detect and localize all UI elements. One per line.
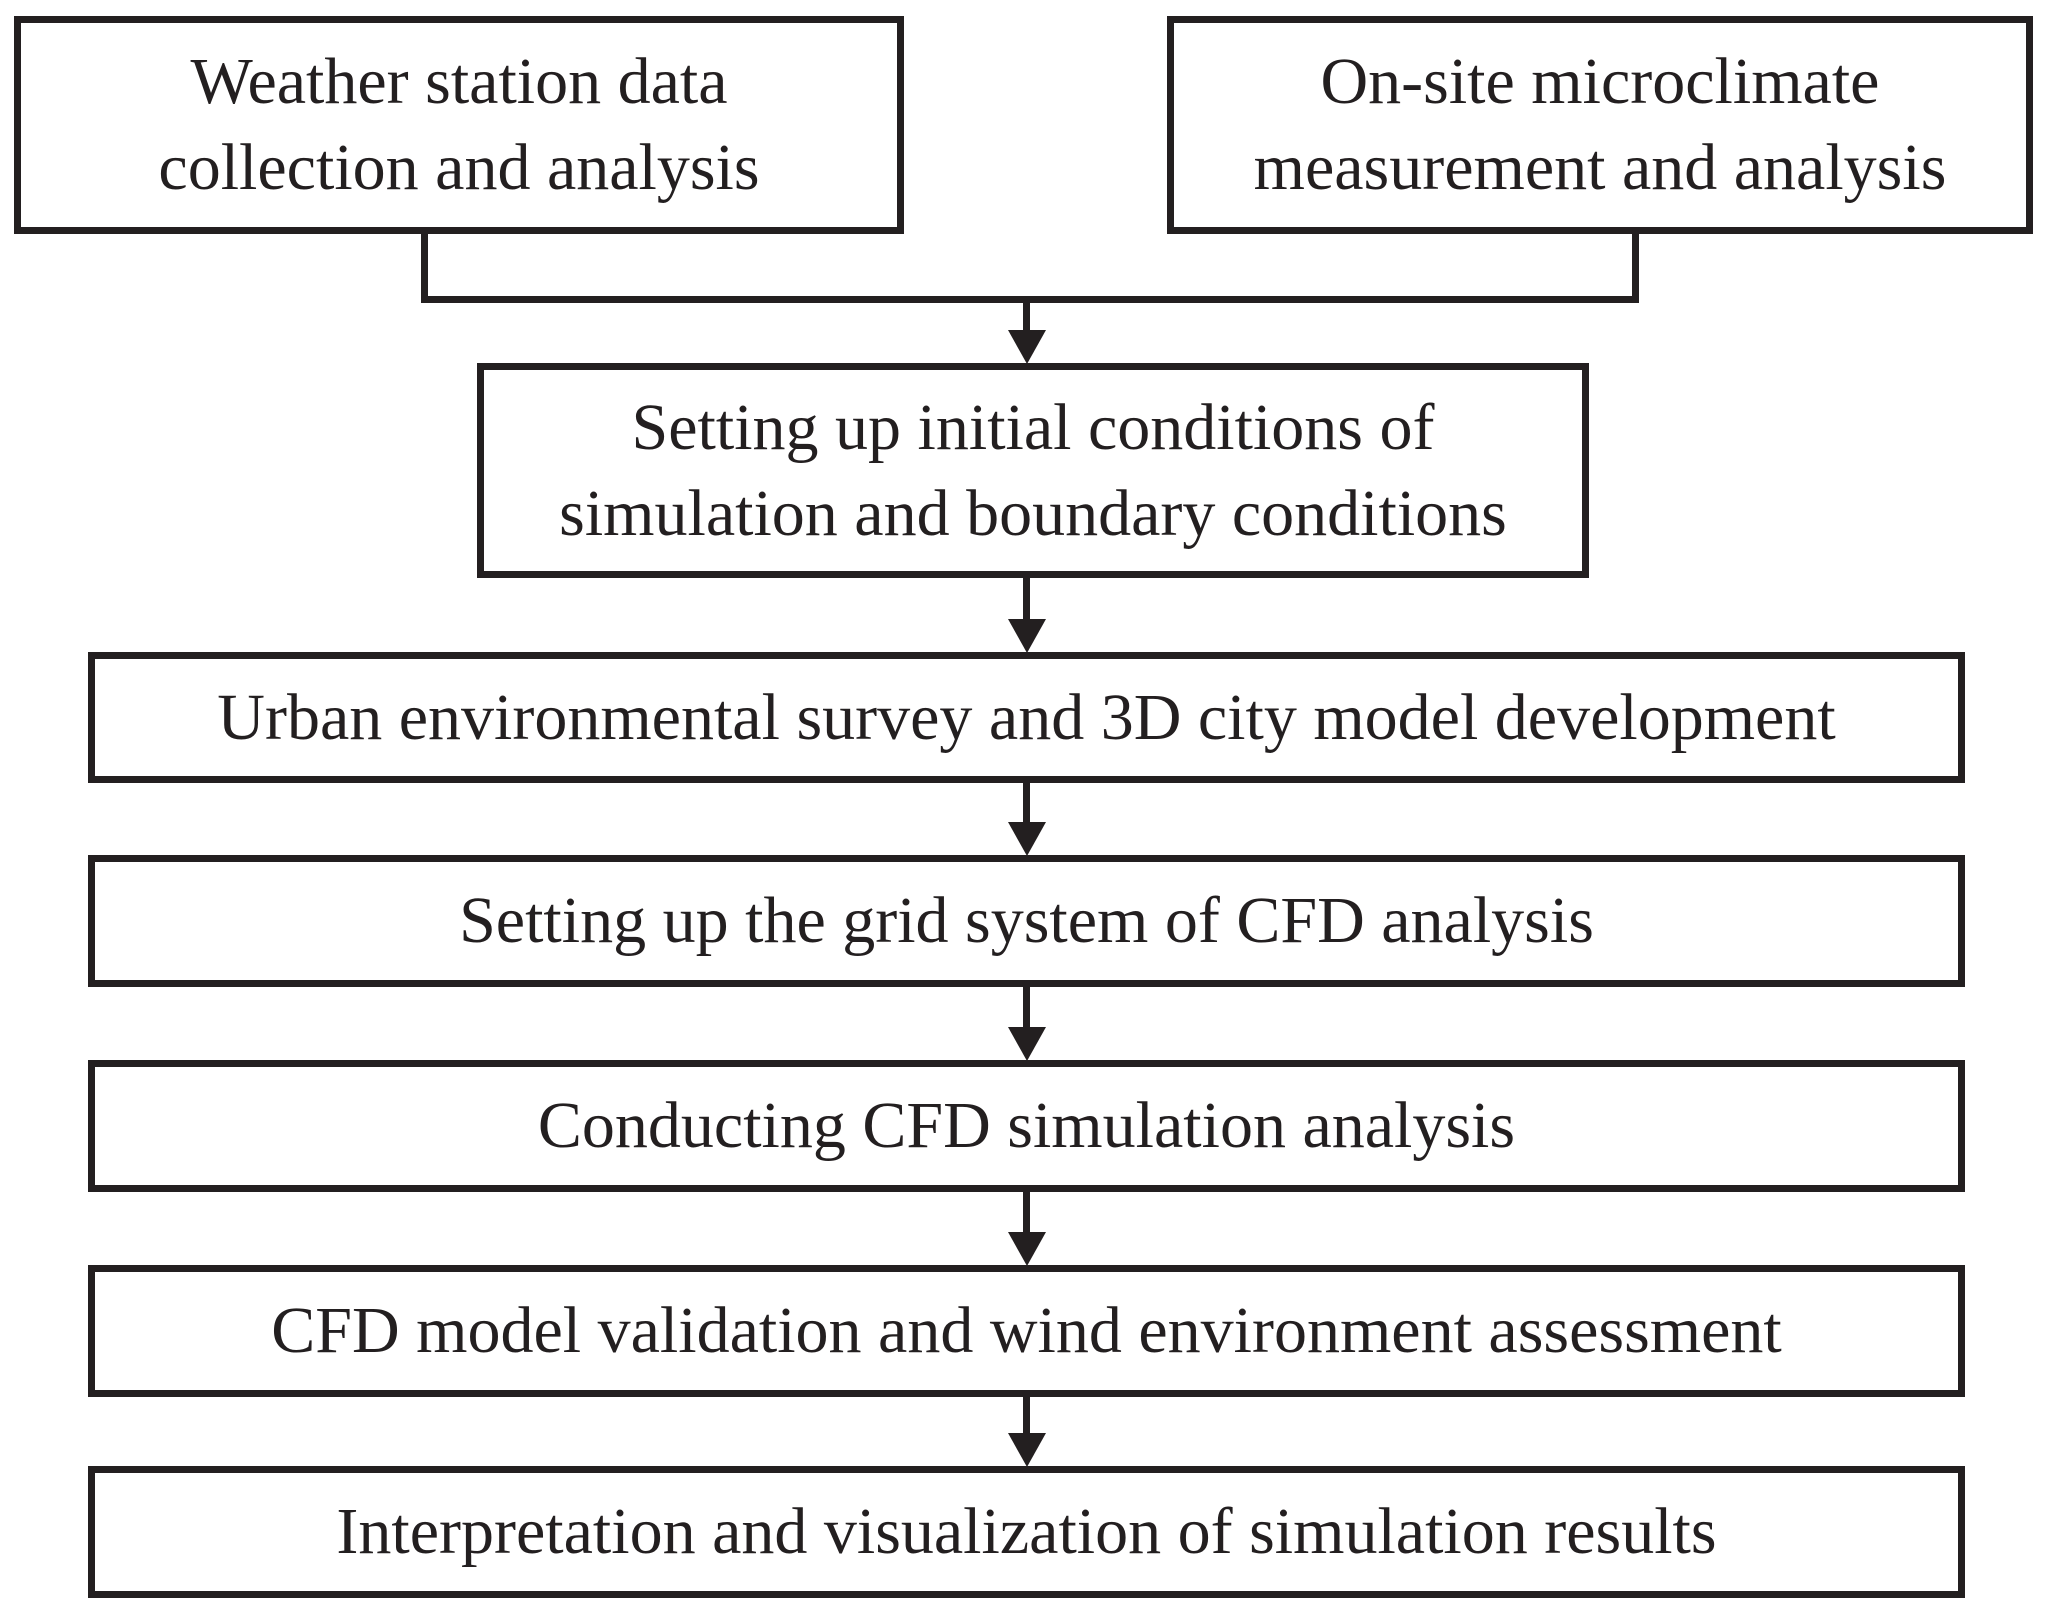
node-text-line: Interpretation and visualization of simu… [336,1495,1717,1569]
arrow-head [1008,1027,1046,1061]
arrow-down-icon [1008,1395,1046,1467]
node-initial-conditions: Setting up initial conditions of simulat… [477,363,1589,578]
arrow-head [1008,822,1046,856]
node-onsite-microclimate: On-site microclimate measurement and ana… [1167,16,2033,234]
arrow-down-icon [1008,1190,1046,1266]
node-text-line: Setting up the grid system of CFD analys… [459,884,1594,958]
arrow-head [1008,1433,1046,1467]
node-urban-survey: Urban environmental survey and 3D city m… [88,652,1965,783]
node-text-line: measurement and analysis [1253,131,1947,204]
node-text-line: CFD model validation and wind environmen… [271,1294,1782,1368]
arrow-down-icon [1008,300,1046,364]
arrow-down-icon [1008,985,1046,1061]
arrow-shaft [1023,985,1030,1041]
merge-connector-horizontal-bar [421,296,1639,303]
arrow-shaft [1023,1395,1030,1447]
arrow-down-icon [1008,576,1046,653]
arrow-shaft [1023,781,1030,836]
node-text-line: Conducting CFD simulation analysis [537,1089,1516,1163]
node-cfd-simulation: Conducting CFD simulation analysis [88,1060,1965,1192]
arrow-shaft [1023,576,1030,633]
arrow-shaft [1023,300,1030,344]
node-text-line: simulation and boundary conditions [559,476,1507,550]
merge-connector-right-vertical [1632,230,1639,303]
node-interpretation: Interpretation and visualization of simu… [88,1466,1965,1598]
arrow-head [1008,330,1046,364]
node-text-line: Setting up initial conditions of [631,390,1435,464]
node-model-validation: CFD model validation and wind environmen… [88,1265,1965,1397]
node-text-line: On-site microclimate [1320,45,1880,119]
arrow-head [1008,1232,1046,1266]
merge-connector-left-vertical [421,230,428,303]
arrow-head [1008,619,1046,653]
node-weather-station-data: Weather station data collection and anal… [14,16,904,234]
node-grid-system: Setting up the grid system of CFD analys… [88,855,1965,987]
arrow-down-icon [1008,781,1046,856]
node-text-line: Urban environmental survey and 3D city m… [217,680,1836,754]
node-text-line: Weather station data [190,45,728,119]
arrow-shaft [1023,1190,1030,1246]
node-text-line: collection and analysis [158,131,760,204]
